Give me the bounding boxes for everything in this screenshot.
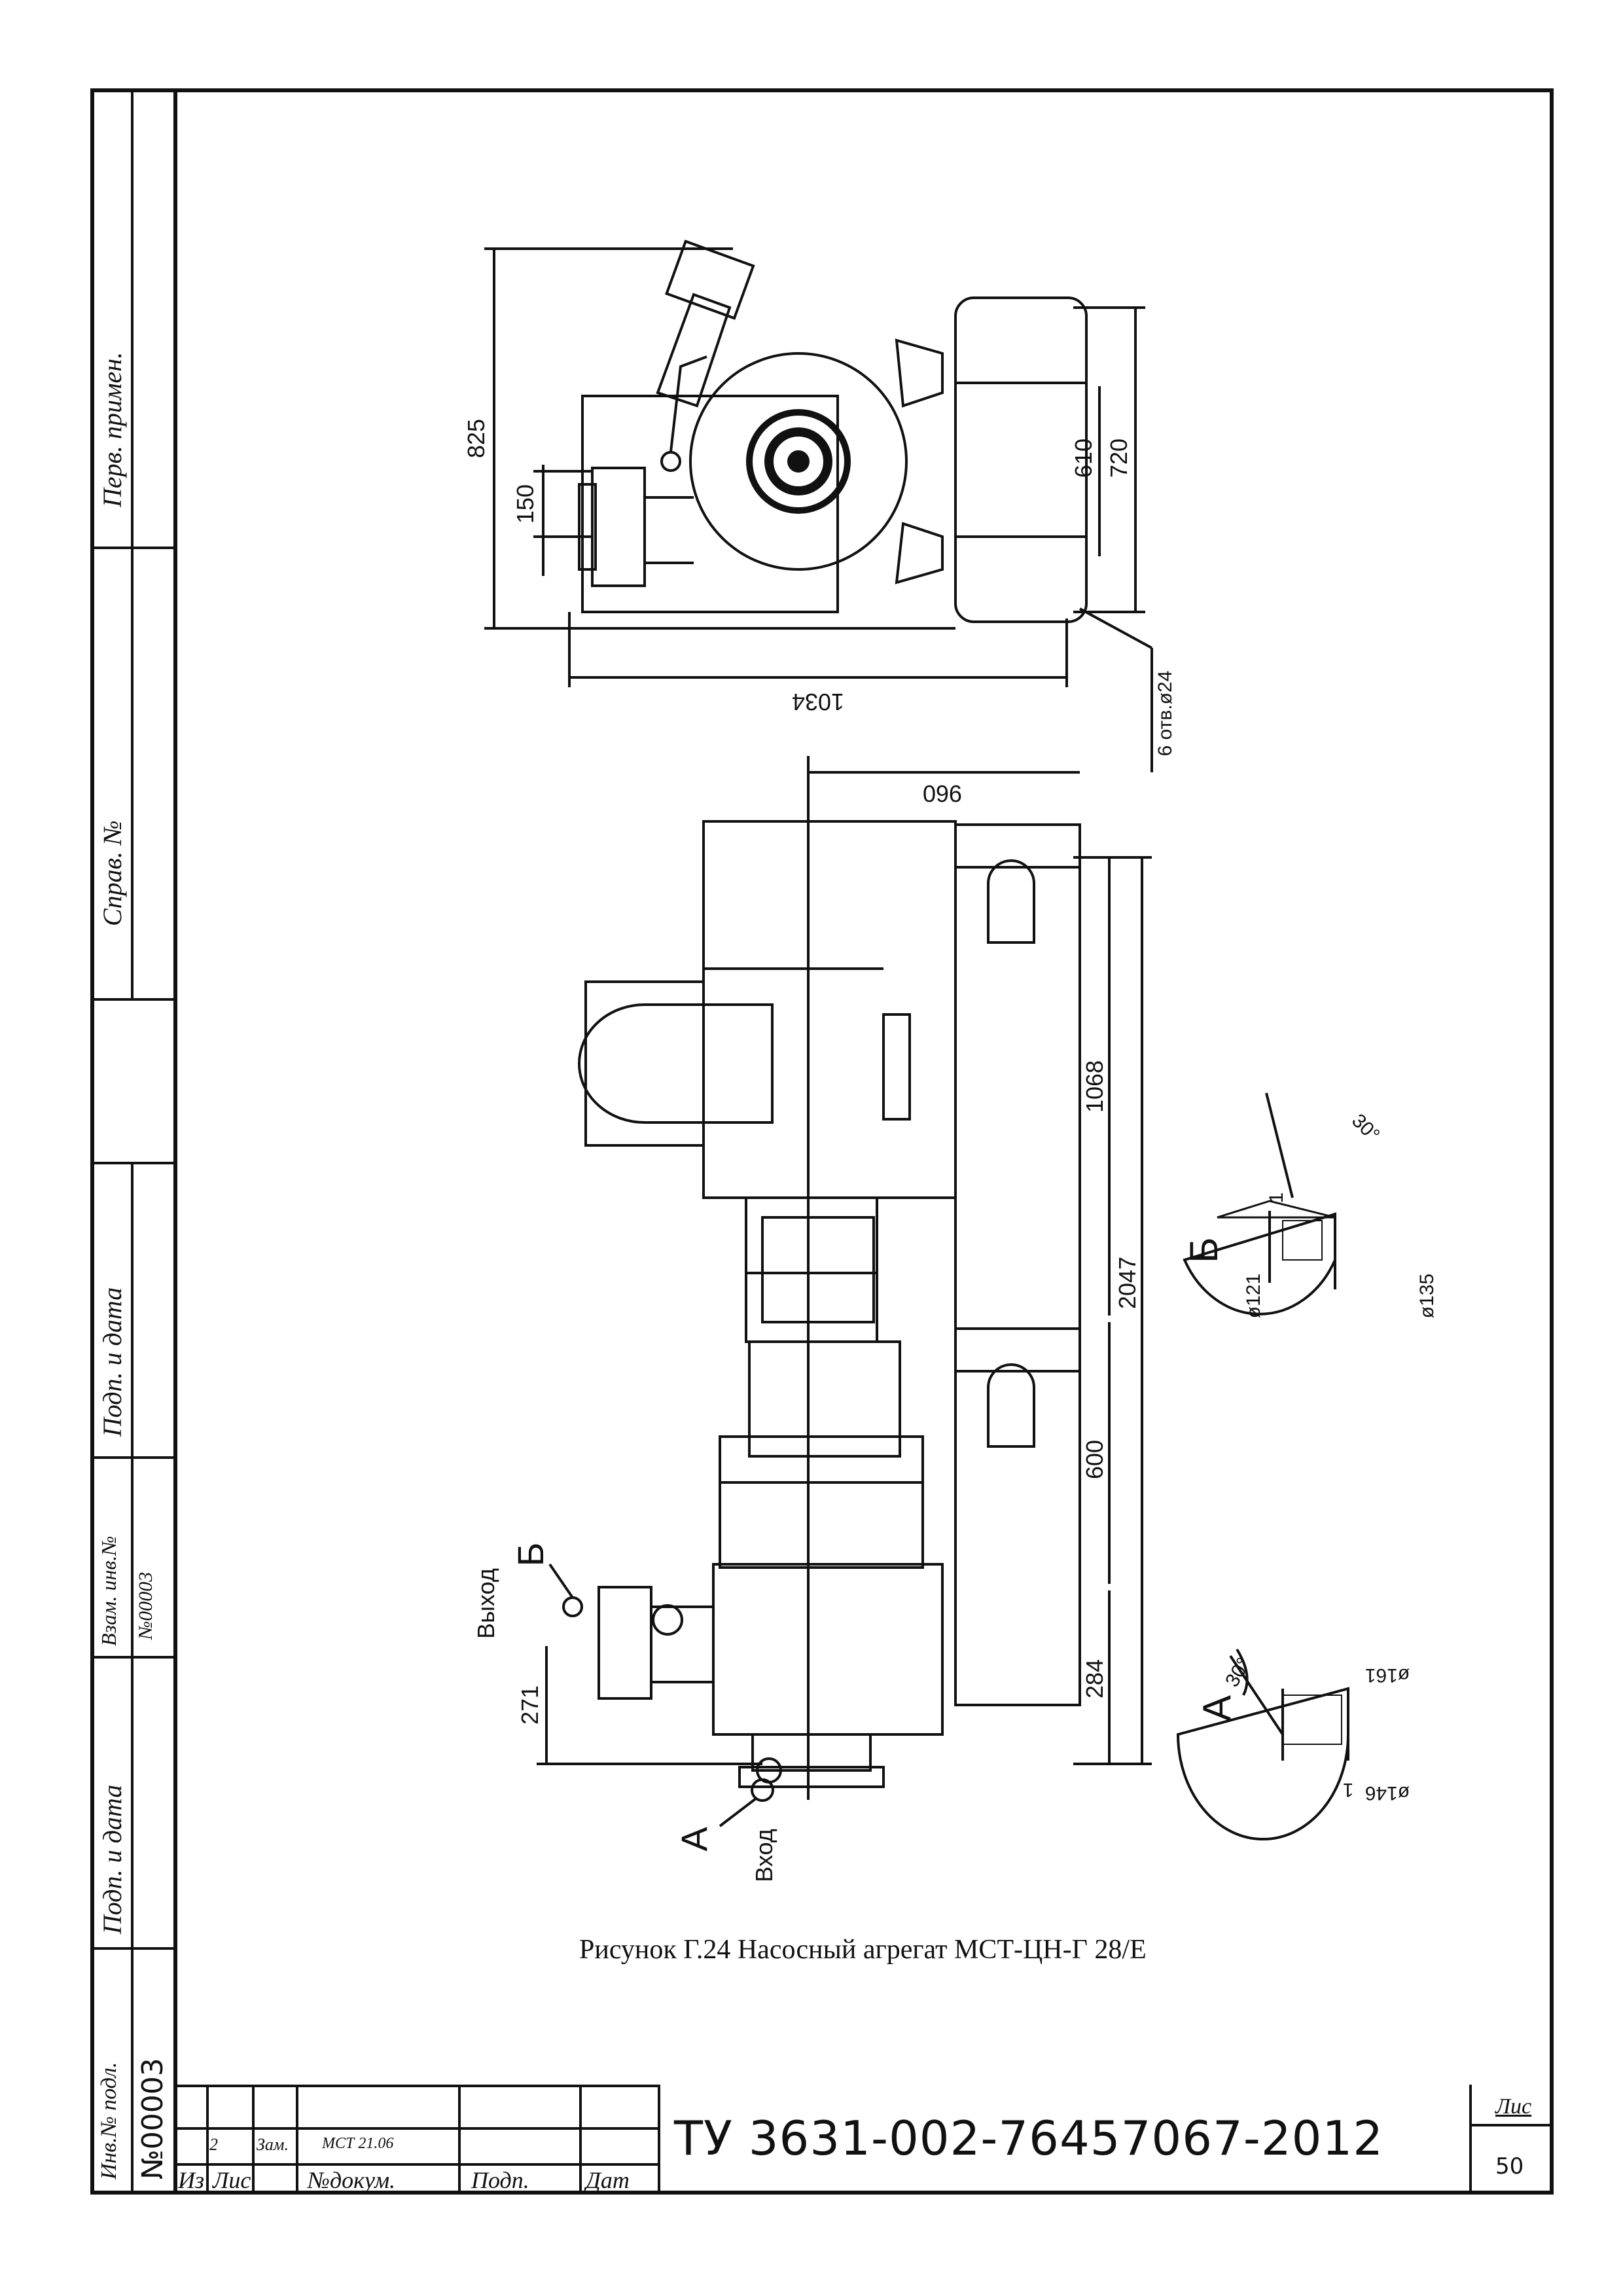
dim-1068: 1068 [1081, 1060, 1108, 1113]
dim-610: 610 [1070, 439, 1097, 478]
detail-b-d121: ø121 [1243, 1274, 1264, 1318]
dim-960: 960 [923, 780, 962, 807]
detail-b-title: Б [1182, 1237, 1226, 1263]
rev-izm: 2 [209, 2135, 218, 2154]
title-block-line [173, 2085, 658, 2087]
dim-825: 825 [463, 419, 490, 458]
dim-271: 271 [516, 1685, 543, 1725]
title-block-line [579, 2085, 582, 2195]
rev-list: Зам. [257, 2135, 289, 2154]
header-podp: Подп. [471, 2167, 529, 2193]
title-block-line [458, 2085, 461, 2195]
title-block-line [658, 2085, 660, 2195]
detail-a-d146: ø146 [1365, 1782, 1410, 1804]
detail-a-d161: ø161 [1365, 1664, 1410, 1686]
dim-600: 600 [1081, 1440, 1108, 1479]
inlet-label: Вход [751, 1829, 777, 1882]
side-stamp: Перв. примен. Справ. № Подп. и дата Взам… [90, 88, 173, 2195]
side-view [537, 756, 1152, 1827]
drawing-field-border [173, 88, 1554, 2195]
title-block-line [206, 2085, 209, 2195]
figure-caption: Рисунок Г.24 Насосный агрегат МСТ-ЦН-Г 2… [579, 1935, 1147, 1965]
side-stamp-line [90, 547, 173, 549]
top-view [484, 240, 1153, 772]
header-data: Дат [586, 2167, 630, 2193]
dim-2047: 2047 [1114, 1257, 1141, 1309]
title-block-line [1469, 2085, 1472, 2195]
section-mark-b: Б [510, 1543, 551, 1567]
outlet-label: Выход [473, 1568, 499, 1639]
header-doc-no: №докум. [308, 2167, 396, 2193]
detail-b-d135: ø135 [1416, 1274, 1438, 1318]
document-code: ТУ 3631-002-76457067-2012 [674, 2111, 1384, 2166]
side-stamp-divider-top [131, 88, 134, 998]
detail-b-one: 1 [1266, 1193, 1287, 1204]
side-stamp-divider-bottom [131, 1162, 134, 2195]
title-block-line [296, 2085, 298, 2195]
side-stamp-line [90, 1162, 173, 1164]
dim-284: 284 [1081, 1659, 1108, 1698]
sheet-label: Лис [1495, 2094, 1532, 2119]
side-stamp-line [90, 1947, 173, 1950]
side-stamp-line [90, 998, 173, 1001]
title-block-line [1469, 2124, 1554, 2126]
detail-b [1183, 1092, 1336, 1316]
detail-b-angle: 30° [1347, 1110, 1383, 1146]
detail-a-one: 1 [1343, 1779, 1354, 1801]
sheet-number: 50 [1495, 2153, 1524, 2179]
title-block-line [252, 2085, 255, 2195]
title-block-line [173, 2127, 658, 2130]
rev-doc-no: МСТ 21.06 [322, 2135, 394, 2152]
section-mark-a: А [673, 1827, 715, 1852]
header-izm: Из [178, 2167, 205, 2193]
header-list: Лис [213, 2167, 251, 2193]
holes-note: 6 отв.ø24 [1154, 671, 1176, 757]
detail-a-title: А [1195, 1695, 1239, 1721]
dim-1034: 1034 [792, 689, 844, 715]
drawing-frame [90, 88, 1554, 2195]
detail-a [1176, 1648, 1349, 1840]
dim-720: 720 [1105, 439, 1132, 478]
side-stamp-line [90, 1656, 173, 1659]
dim-150: 150 [512, 484, 539, 524]
side-stamp-line [90, 1456, 173, 1459]
title-block-line [173, 2163, 658, 2166]
